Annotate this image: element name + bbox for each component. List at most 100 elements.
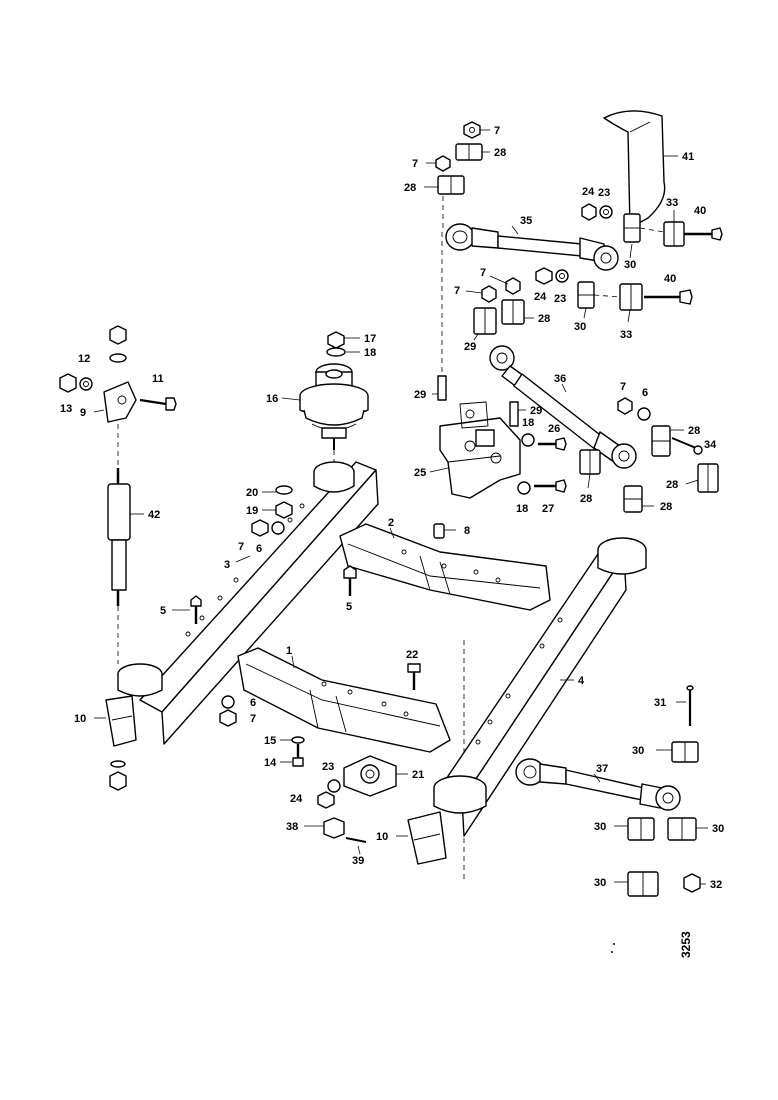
bolt-14 xyxy=(292,744,304,767)
callout-18: 18 xyxy=(364,347,376,359)
callout-6: 6 xyxy=(256,543,262,555)
bolt-31 xyxy=(686,685,694,726)
callout-28: 28 xyxy=(688,425,700,437)
callout-9: 9 xyxy=(80,407,86,419)
nut-24-mid xyxy=(535,267,553,285)
sleeve-29-left xyxy=(437,375,447,401)
callout-6: 6 xyxy=(642,387,648,399)
rubber-spring-16 xyxy=(299,363,369,450)
rubber-bushing-28-top xyxy=(455,143,483,161)
nut-7-top xyxy=(463,121,481,139)
rubber-bushing-29-mid xyxy=(473,307,497,335)
shock-top-nut xyxy=(109,325,127,363)
callout-12: 12 xyxy=(78,353,90,365)
sleeve-8 xyxy=(433,523,445,539)
callout-28: 28 xyxy=(580,493,592,505)
rubber-bushing-28-mid xyxy=(501,299,525,325)
callout-30: 30 xyxy=(712,823,724,835)
rubber-mount-21 xyxy=(343,755,397,797)
callout-7: 7 xyxy=(620,381,626,393)
nut-32 xyxy=(683,873,701,893)
torque-rod-37 xyxy=(515,758,681,811)
bushing-38 xyxy=(323,817,345,839)
axle-bracket-10-left xyxy=(105,663,163,747)
longitudinal-member-3 xyxy=(139,461,379,745)
callout-2: 2 xyxy=(388,517,394,529)
shock-absorber-42 xyxy=(107,468,131,606)
nut-7-spring xyxy=(251,519,269,537)
callout-34: 34 xyxy=(704,439,717,451)
callout-18: 18 xyxy=(516,503,528,515)
callout-5: 5 xyxy=(160,605,166,617)
callout-1: 1 xyxy=(286,645,292,657)
washer-6-spring xyxy=(271,521,285,535)
callout-11: 11 xyxy=(152,373,164,385)
bolt-40-upper xyxy=(684,227,723,241)
bolt-5-center xyxy=(343,565,357,596)
callout-32: 32 xyxy=(710,879,722,891)
nut-7-upper-left xyxy=(435,155,451,172)
crossmember-2 xyxy=(339,523,551,611)
callout-19: 19 xyxy=(246,505,258,517)
washer-23-lower xyxy=(327,779,341,793)
clamp-30-r2 xyxy=(627,817,655,841)
heat-shield xyxy=(603,110,666,229)
nut-19 xyxy=(275,501,293,519)
callout-20: 20 xyxy=(246,487,258,499)
callout-37: 37 xyxy=(596,763,608,775)
callout-28: 28 xyxy=(660,501,672,513)
shock-lower-washers xyxy=(109,760,127,791)
callout-25: 25 xyxy=(414,467,426,479)
crossmember-1 xyxy=(237,647,451,753)
nut-7-mid-a xyxy=(505,277,521,295)
callout-4: 4 xyxy=(578,675,585,687)
bracket-25 xyxy=(439,401,521,499)
rubber-bushing-28-upper-left xyxy=(437,175,465,195)
bolt-11 xyxy=(139,397,177,411)
callout-22: 22 xyxy=(406,649,418,661)
rubber-bushing-28-right-a xyxy=(651,425,671,457)
callout-7: 7 xyxy=(480,267,486,279)
callout-7: 7 xyxy=(238,541,244,553)
callout-35: 35 xyxy=(520,215,532,227)
callout-30: 30 xyxy=(574,321,586,333)
callout-7: 7 xyxy=(412,158,418,170)
sleeve-29-right xyxy=(509,401,519,427)
callout-40: 40 xyxy=(664,273,676,285)
callout-18: 18 xyxy=(522,417,534,429)
callout-24: 24 xyxy=(582,186,595,198)
callout-7: 7 xyxy=(454,285,460,297)
callout-15: 15 xyxy=(264,735,276,747)
rubber-bushing-28-right-b xyxy=(697,463,719,493)
callout-28: 28 xyxy=(404,182,416,194)
bolt-15 xyxy=(291,736,305,744)
shock-bracket-9 xyxy=(103,381,137,423)
drawing-number: 3253 xyxy=(679,931,693,958)
callout-10: 10 xyxy=(376,831,388,843)
clamp-30-r4 xyxy=(627,871,659,897)
torque-rod-36 xyxy=(489,345,637,469)
washer-18-top xyxy=(326,347,346,357)
screw-39 xyxy=(345,837,367,843)
callout-8: 8 xyxy=(464,525,470,537)
washer-23-mid xyxy=(555,269,569,283)
callout-28: 28 xyxy=(666,479,678,491)
bolt-22 xyxy=(407,663,421,690)
callout-28: 28 xyxy=(494,147,506,159)
bolt-34 xyxy=(671,437,703,455)
nut-17 xyxy=(327,331,345,349)
callout-5: 5 xyxy=(346,601,352,613)
longitudinal-member-4 xyxy=(439,537,647,837)
washer-12 xyxy=(79,377,93,391)
callout-10: 10 xyxy=(74,713,86,725)
callout-7: 7 xyxy=(494,125,500,137)
callout-31: 31 xyxy=(654,697,666,709)
callout-28: 28 xyxy=(538,313,550,325)
callout-33: 33 xyxy=(666,197,678,209)
callout-24: 24 xyxy=(534,291,547,303)
callout-14: 14 xyxy=(264,757,277,769)
callout-23: 23 xyxy=(322,761,334,773)
washer-18-low xyxy=(517,481,531,495)
washer-6-rod36 xyxy=(637,407,651,421)
